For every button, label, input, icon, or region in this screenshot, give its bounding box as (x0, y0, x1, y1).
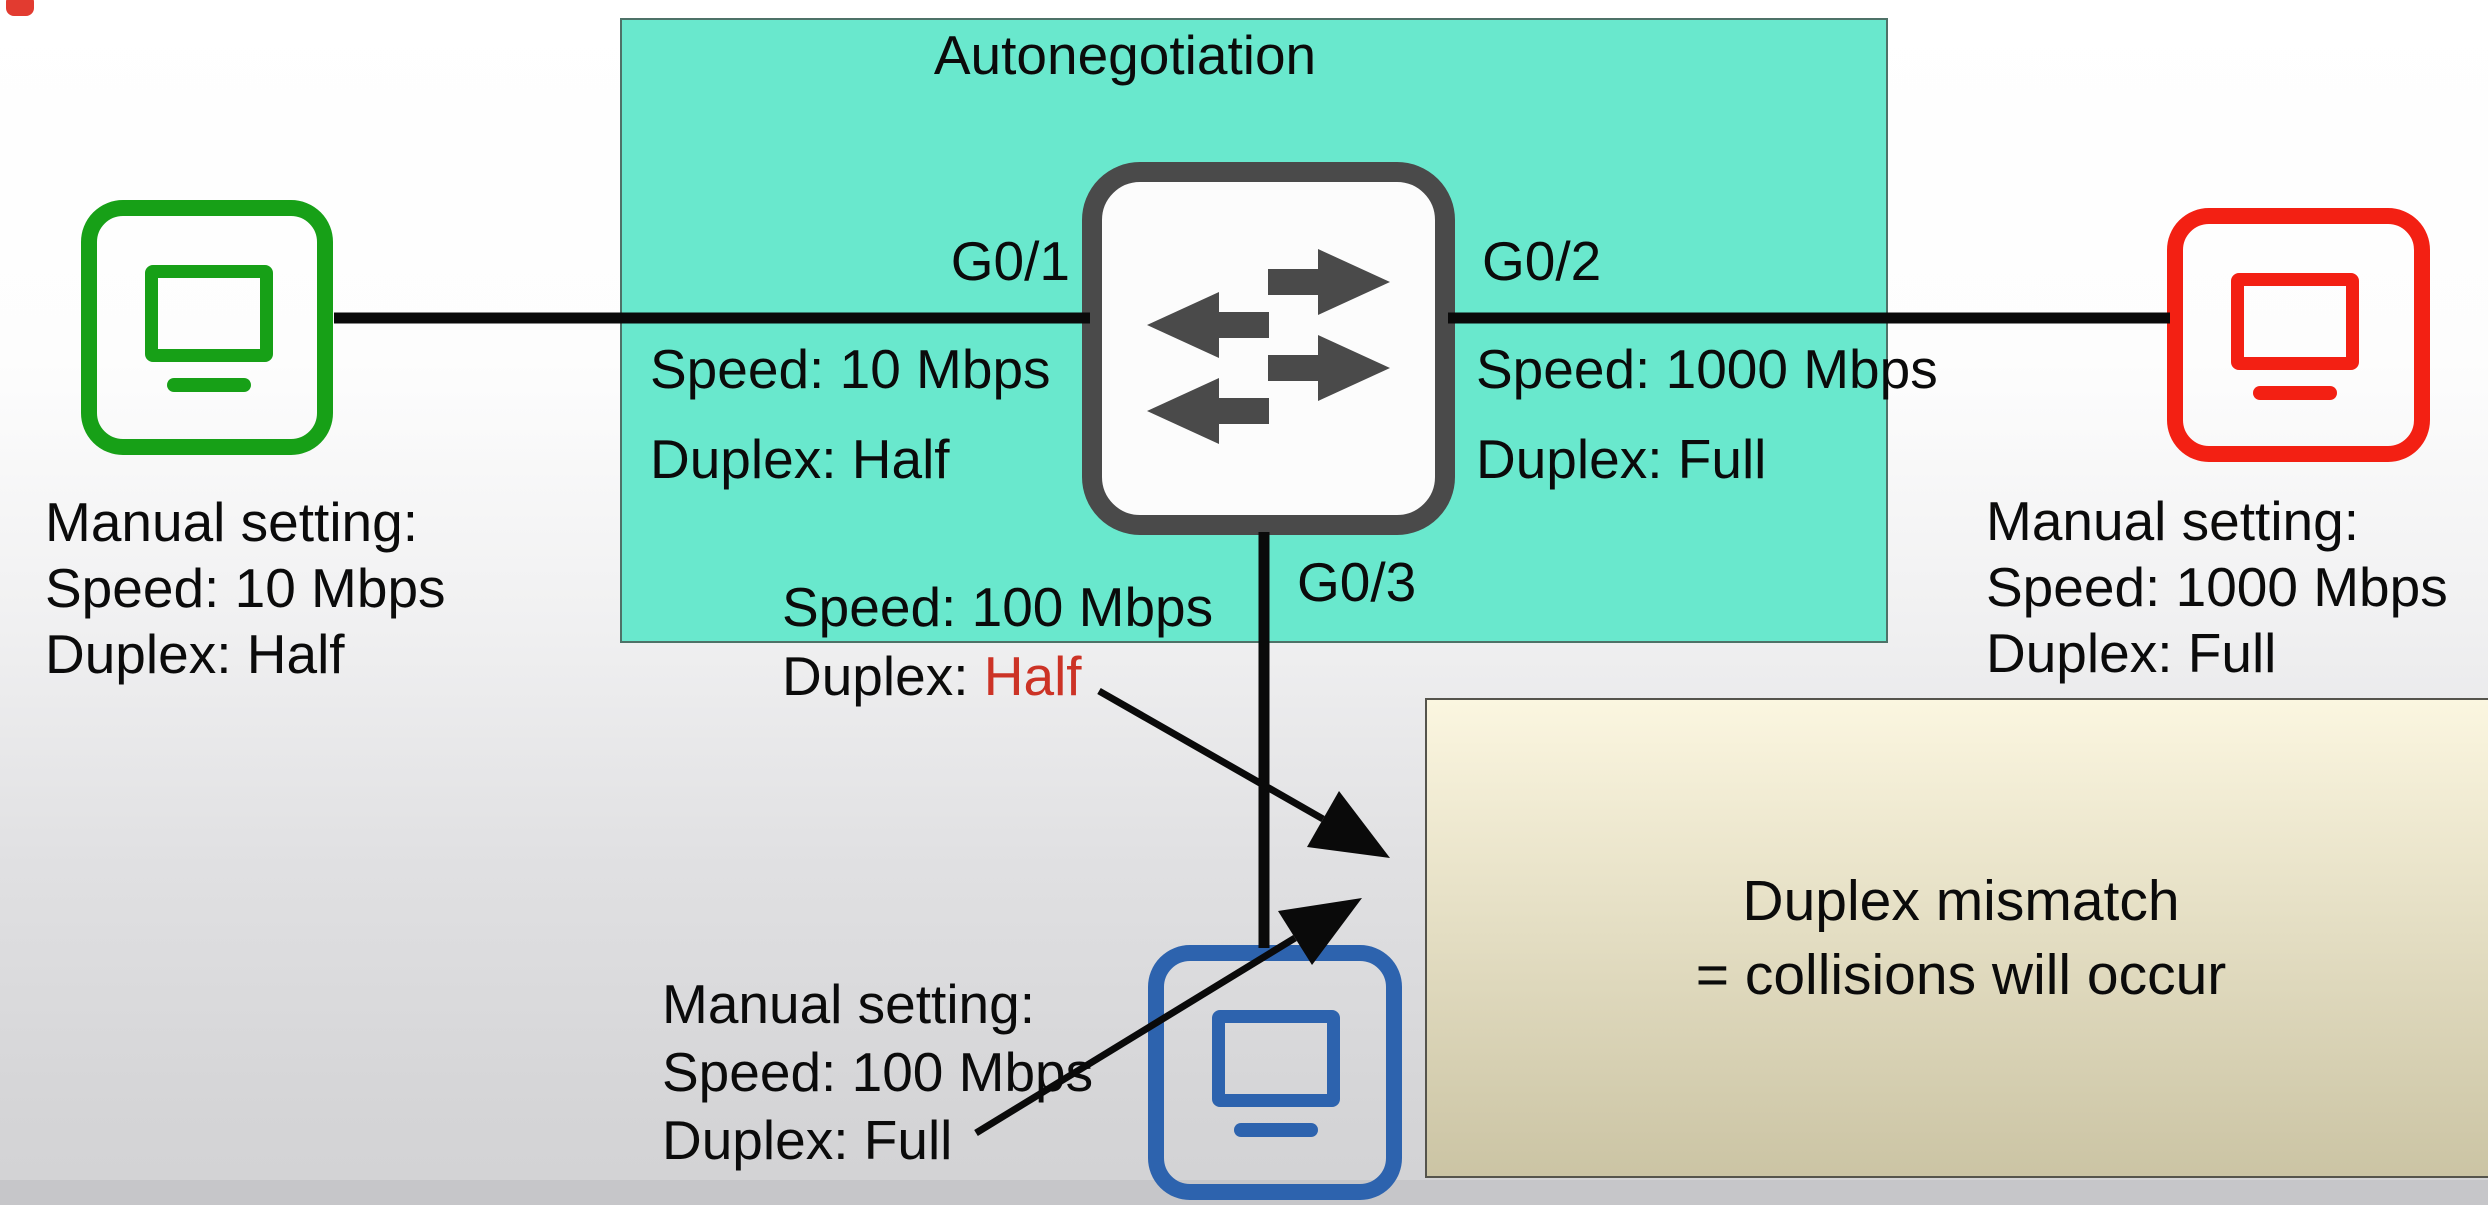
setting-line: Speed: 100 Mbps (662, 1041, 1094, 1103)
arrow-left-1-icon (1147, 292, 1269, 358)
computer-screen (145, 265, 273, 362)
left-host-settings: Manual setting: Speed: 10 Mbps Duplex: H… (45, 489, 446, 687)
setting-line: Duplex: Half (45, 623, 345, 685)
switch-icon (1082, 162, 1455, 535)
autonegotiation-title: Autonegotiation (933, 24, 1317, 86)
setting-line: Speed: 10 Mbps (45, 557, 446, 619)
computer-icon-right (2167, 208, 2430, 462)
setting-line: Manual setting: (1986, 490, 2359, 552)
computer-base (1234, 1123, 1318, 1137)
computer-icon-left (81, 200, 333, 455)
g02-duplex-label: Duplex: Full (1476, 428, 1767, 490)
computer-screen (1212, 1010, 1340, 1107)
g03-speed-label: Speed: 100 Mbps (782, 576, 1214, 638)
g02-speed-label: Speed: 1000 Mbps (1476, 338, 1938, 400)
g03-duplex-label: Duplex: Half (782, 643, 1082, 709)
switch-arrows-icon (1147, 249, 1390, 444)
port-label-g02: G0/2 (1482, 230, 1602, 292)
computer-base (2253, 386, 2337, 400)
callout-line-1: Duplex mismatch (1742, 869, 2180, 933)
bottom-host-settings: Manual setting: Speed: 100 Mbps Duplex: … (662, 970, 1093, 1174)
setting-line: Manual setting: (662, 973, 1035, 1035)
arrow-left-2-icon (1147, 378, 1269, 444)
g01-duplex-label: Duplex: Half (650, 428, 950, 490)
g03-duplex-value-half: Half (983, 645, 1082, 707)
setting-line: Duplex: Full (662, 1109, 953, 1171)
port-label-g01: G0/1 (950, 230, 1070, 292)
computer-base (167, 378, 251, 392)
computer-screen (2231, 273, 2359, 370)
arrow-right-2-icon (1268, 335, 1390, 401)
duplex-mismatch-callout: Duplex mismatch = collisions will occur (1425, 698, 2488, 1178)
setting-line: Speed: 1000 Mbps (1986, 556, 2448, 618)
recording-dot-icon (6, 0, 34, 16)
computer-icon-bottom (1148, 945, 1402, 1200)
setting-line: Duplex: Full (1986, 622, 2277, 684)
setting-line: Manual setting: (45, 491, 418, 553)
arrow-right-1-icon (1268, 249, 1390, 315)
g03-duplex-prefix: Duplex: (782, 645, 984, 707)
port-label-g03: G0/3 (1297, 551, 1417, 613)
g01-speed-label: Speed: 10 Mbps (650, 338, 1051, 400)
arrow-duplex-half-icon (1097, 687, 1390, 858)
callout-line-2: = collisions will occur (1695, 943, 2227, 1007)
right-host-settings: Manual setting: Speed: 1000 Mbps Duplex:… (1986, 488, 2448, 686)
